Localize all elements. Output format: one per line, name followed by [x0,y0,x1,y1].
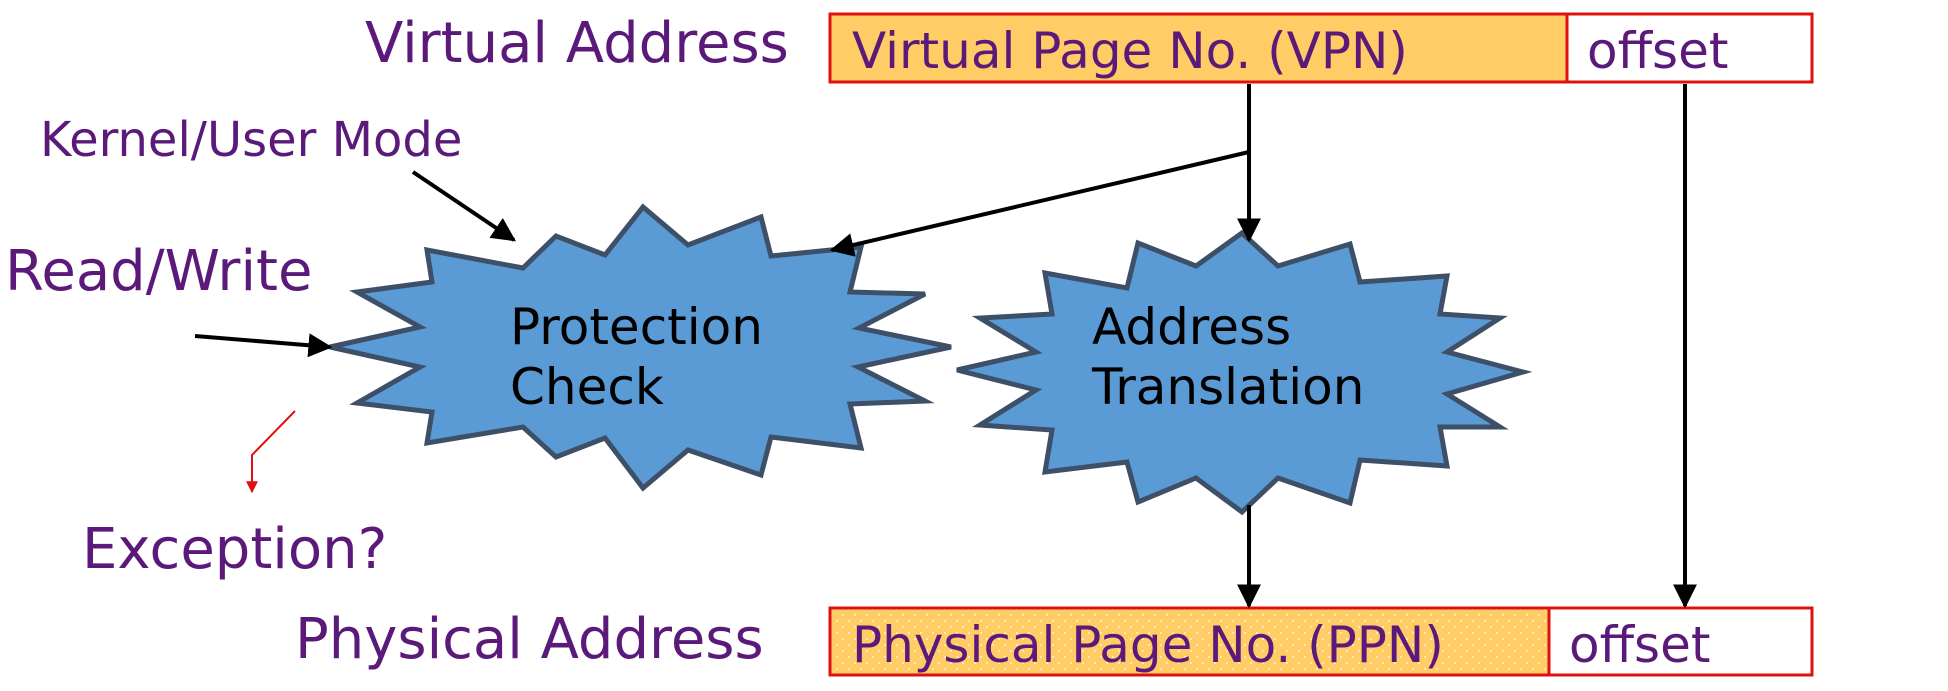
protection-check-line2: Check [510,358,664,416]
physical-offset-field [1547,606,1814,677]
protection-check-starburst: Protection Check [329,203,952,492]
ppn-label: Physical Page No. (PPN) [852,616,1444,674]
readwrite-to-protection-arrow [194,333,333,358]
physical-offset-label: offset [1569,616,1710,674]
virtual-offset-label: offset [1587,22,1728,80]
kernel-user-mode-label: Kernel/User Mode [40,112,462,168]
vpn-field [828,12,1569,84]
read-write-label: Read/Write [5,239,312,304]
vpn-label: Virtual Page No. (VPN) [852,22,1408,80]
virtual-address-register: Virtual Page No. (VPN) offset [828,12,1814,84]
physical-address-label: Physical Address [295,607,764,672]
address-translation-shape [956,229,1533,516]
protection-check-shape [329,203,952,492]
virtual-offset-field [1565,12,1814,84]
ppn-field [828,606,1551,677]
exception-label: Exception? [82,517,387,582]
virtual-address-label: Virtual Address [365,11,789,76]
address-translation-line2: Translation [1091,358,1364,416]
address-translation-line1: Address [1092,298,1291,356]
physical-address-register: Physical Page No. (PPN) offset [828,606,1814,677]
mode-to-protection-arrow [411,170,516,242]
address-translation-starburst: Address Translation [956,229,1533,516]
protection-check-line1: Protection [510,298,763,356]
vpn-to-protection-arrow [829,150,1250,257]
exception-arrow [246,410,296,494]
